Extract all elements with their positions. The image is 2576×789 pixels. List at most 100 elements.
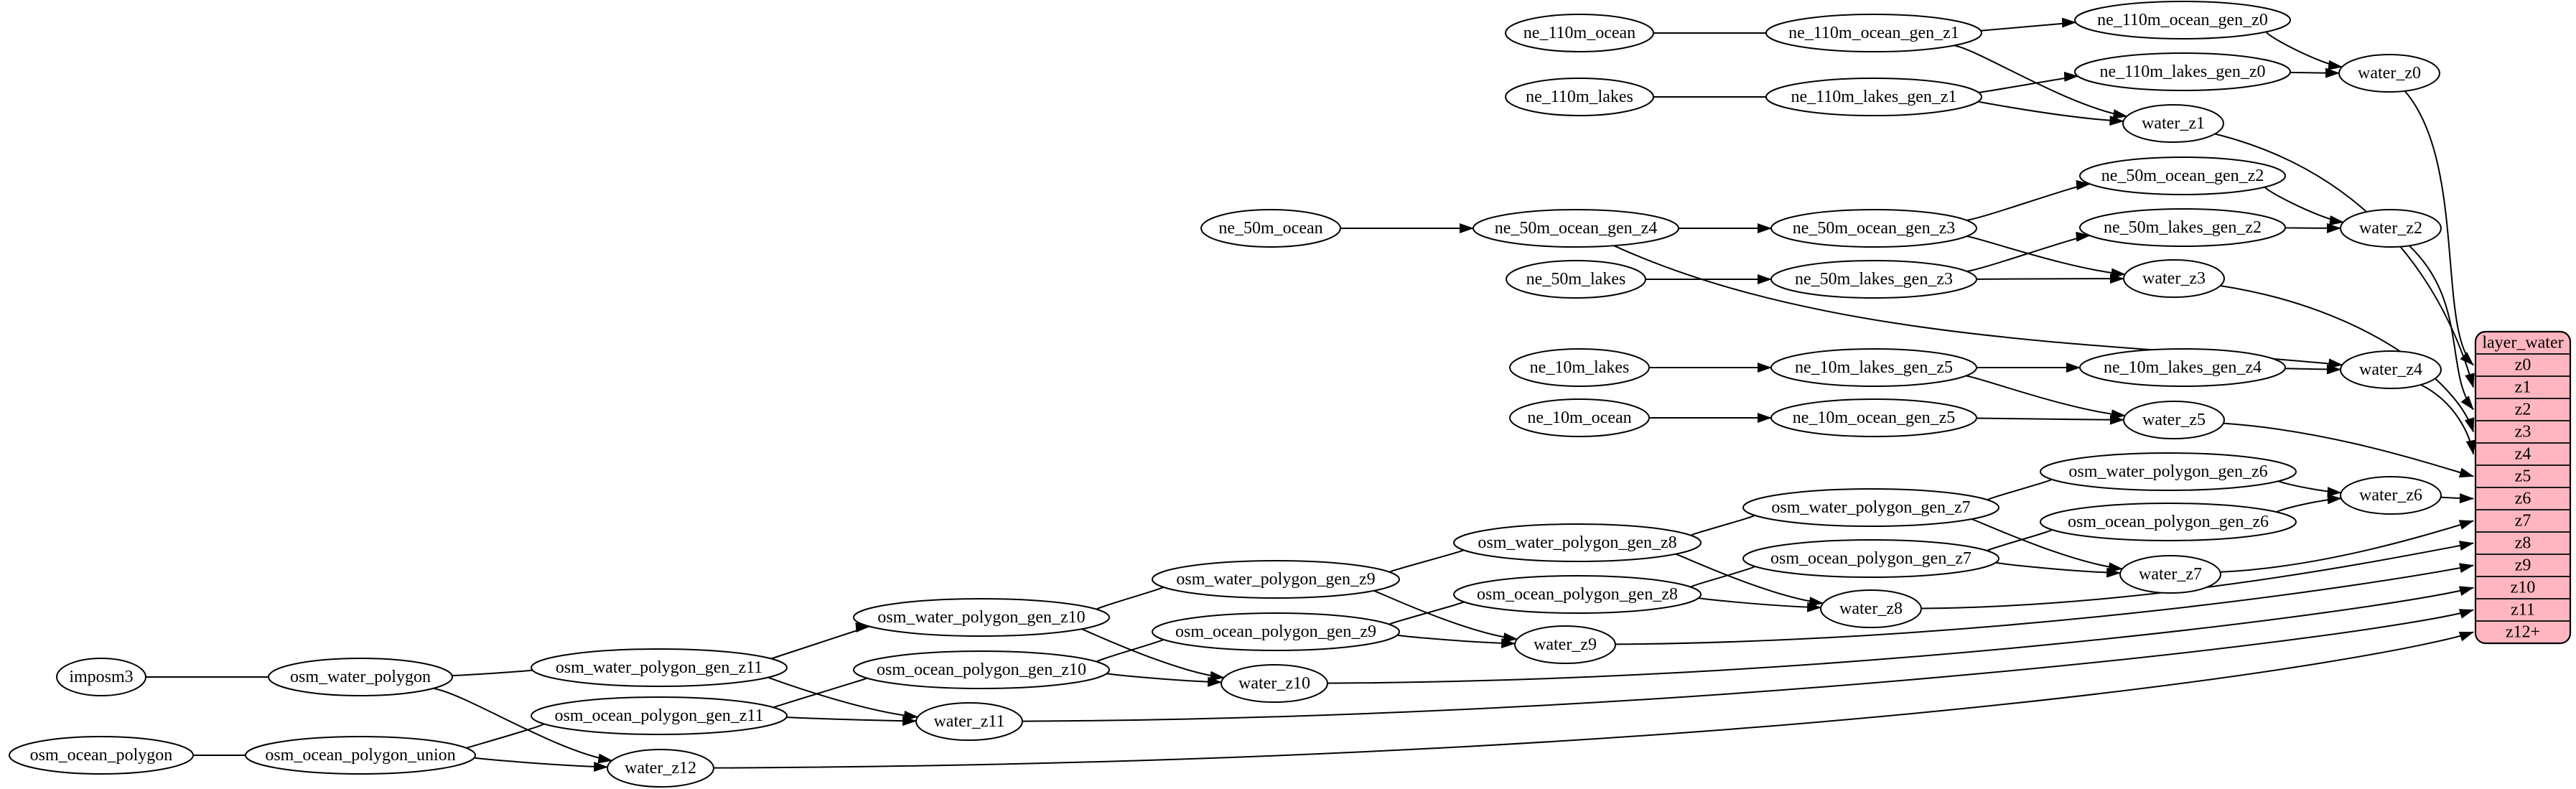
ne-10m-lakes-gen-z5-label: ne_10m_lakes_gen_z5 [1795,358,1953,377]
water-z0-shape [2338,54,2440,93]
ne-50m-ocean-gen-z2-label: ne_50m_ocean_gen_z2 [2101,167,2264,185]
edge-osm-water-polygon-gen-z9-to-osm-water-polygon-gen-z8 [1389,543,1478,574]
ne-50m-lakes-gen-z2-shape [2079,208,2286,247]
osm-ocean-polygon-gen-z6-label: osm_ocean_polygon_gen_z6 [2068,513,2269,531]
node-osm-water-polygon-gen-z11: osm_water_polygon_gen_z11 [531,648,788,687]
node-osm-water-polygon-gen-z10: osm_water_polygon_gen_z10 [853,598,1110,637]
record-row-z4: z4 [2515,445,2531,464]
edge-ne-10m-lakes-gen-z5-to-water-z5 [1966,375,2126,420]
ne-50m-ocean-label: ne_50m_ocean [1218,219,1322,238]
record-row-z11: z11 [2511,601,2535,620]
node-ne-110m-ocean: ne_110m_ocean [1505,14,1654,52]
osm-water-polygon-gen-z6-label: osm_water_polygon_gen_z6 [2068,462,2267,481]
ne-110m-ocean-label: ne_110m_ocean [1523,24,1635,42]
water-z0-label: water_z0 [2358,64,2421,83]
record-row-z1: z1 [2515,378,2531,397]
node-ne-110m-lakes-gen-z0: ne_110m_lakes_gen_z0 [2074,52,2291,91]
osm-ocean-polygon-gen-z7-shape [1742,539,1999,578]
node-imposm3: imposm3 [56,658,146,696]
osm-ocean-polygon-label: osm_ocean_polygon [30,746,173,765]
node-water-z5: water_z5 [2123,401,2225,439]
water-z2-label: water_z2 [2359,219,2422,238]
node-ne-110m-ocean-gen-z0: ne_110m_ocean_gen_z0 [2074,1,2291,39]
water-z2-shape [2340,209,2442,248]
ne-10m-lakes-gen-z4-shape [2079,348,2286,387]
edge-osm-water-polygon-gen-z8-to-water-z8 [1675,553,1824,607]
osm-ocean-polygon-gen-z8-shape [1453,575,1702,614]
node-ne-50m-ocean-gen-z4: ne_50m_ocean_gen_z4 [1473,209,1679,248]
record-row-z12plus: z12+ [2506,623,2540,642]
node-osm-water-polygon-gen-z8: osm_water_polygon_gen_z8 [1453,523,1702,562]
node-ne-50m-ocean-gen-z2: ne_50m_ocean_gen_z2 [2079,157,2286,195]
ne-50m-ocean-gen-z3-label: ne_50m_ocean_gen_z3 [1793,219,1956,238]
osm-ocean-polygon-gen-z7-label: osm_ocean_polygon_gen_z7 [1770,549,1971,568]
edge-osm-water-polygon-gen-z11-to-osm-water-polygon-gen-z10 [770,622,870,660]
water-z9-shape [1514,625,1616,664]
ne-50m-ocean-gen-z4-label: ne_50m_ocean_gen_z4 [1495,219,1658,238]
ne-10m-lakes-label: ne_10m_lakes [1530,358,1630,377]
water-z11-shape [915,702,1023,741]
node-ne-50m-lakes-gen-z3: ne_50m_lakes_gen_z3 [1770,260,1977,299]
edge-water-z1-to-layer-water-z1 [2214,133,2475,388]
edge-water-z2-to-layer-water-z2 [2408,245,2474,411]
edge-water-z5-to-layer-water-z5 [2223,422,2474,478]
node-osm-water-polygon-gen-z9: osm_water_polygon_gen_z9 [1152,560,1400,599]
node-ne-10m-lakes-gen-z5: ne_10m_lakes_gen_z5 [1770,348,1977,387]
ne-10m-ocean-gen-z5-label: ne_10m_ocean_gen_z5 [1793,408,1956,427]
record-row-z8: z8 [2515,534,2531,553]
osm-water-polygon-label: osm_water_polygon [290,668,431,686]
node-osm-ocean-polygon-gen-z10: osm_ocean_polygon_gen_z10 [853,650,1110,689]
osm-ocean-polygon-shape [9,736,194,775]
edge-water-z8-to-layer-water-z8 [1921,541,2474,610]
ne-10m-lakes-shape [1509,348,1650,387]
water-z3-label: water_z3 [2142,269,2206,288]
water-z1-label: water_z1 [2142,114,2205,133]
osm-ocean-polygon-gen-z11-label: osm_ocean_polygon_gen_z11 [554,706,763,725]
osm-water-polygon-shape [268,658,453,696]
water-z6-shape [2340,476,2442,515]
ne-10m-ocean-label: ne_10m_ocean [1527,408,1631,427]
water-z8-shape [1820,589,1922,628]
osm-water-polygon-gen-z8-shape [1453,523,1702,562]
osm-ocean-polygon-union-shape [245,736,476,775]
osm-water-polygon-gen-z7-shape [1742,488,1999,527]
edge-ne-110m-lakes-gen-z1-to-ne-110m-lakes-gen-z0 [1978,71,2079,93]
edge-water-z10-to-layer-water-z10 [1327,586,2474,684]
imposm3-shape [56,658,146,696]
record-row-z9: z9 [2515,556,2531,575]
osm-ocean-polygon-gen-z10-label: osm_ocean_polygon_gen_z10 [877,660,1086,679]
edge-osm-ocean-polygon-gen-z11-to-osm-ocean-polygon-gen-z10 [773,672,882,709]
node-ne-110m-lakes: ne_110m_lakes [1505,78,1654,116]
node-osm-water-polygon-gen-z7: osm_water_polygon_gen_z7 [1742,488,1999,527]
water-z1-shape [2122,104,2224,143]
node-water-z7: water_z7 [2119,555,2221,594]
edge-ne-50m-lakes-gen-z3-to-ne-50m-lakes-gen-z2 [1966,231,2091,272]
edge-osm-water-polygon-to-water-z12 [433,687,613,764]
osm-ocean-polygon-gen-z10-shape [853,650,1110,689]
water-z7-shape [2119,555,2221,594]
water-z12-shape [607,749,714,788]
edge-water-z3-to-layer-water-z3 [2220,284,2475,433]
ne-110m-ocean-gen-z0-shape [2074,1,2291,39]
osm-water-polygon-gen-z11-shape [531,648,788,687]
edge-water-z0-to-layer-water-z0 [2404,90,2474,366]
edge-osm-water-polygon-gen-z10-to-water-z10 [1081,628,1225,681]
edge-osm-water-polygon-gen-z11-to-water-z11 [767,676,919,721]
record-title: layer_water [2482,334,2563,353]
ne-10m-lakes-gen-z4-label: ne_10m_lakes_gen_z4 [2104,358,2262,377]
water-z7-label: water_z7 [2139,565,2202,584]
node-water-z0: water_z0 [2338,54,2440,93]
node-ne-50m-lakes-gen-z2: ne_50m_lakes_gen_z2 [2079,208,2286,247]
record-row-z2: z2 [2515,401,2531,419]
edge-osm-ocean-polygon-gen-z9-to-osm-ocean-polygon-gen-z8 [1389,595,1478,625]
node-ne-110m-lakes-gen-z1: ne_110m_lakes_gen_z1 [1765,78,1982,116]
node-water-z9: water_z9 [1514,625,1616,664]
record-row-z3: z3 [2515,423,2531,442]
ne-110m-ocean-gen-z1-label: ne_110m_ocean_gen_z1 [1788,24,1959,42]
imposm3-label: imposm3 [69,668,133,686]
ne-110m-ocean-shape [1505,14,1654,52]
node-osm-water-polygon-gen-z6: osm_water_polygon_gen_z6 [2040,452,2297,491]
edge-ne-50m-ocean-gen-z3-to-water-z3 [1966,235,2126,279]
record-layer-water: layer_waterz0z1z2z3z4z5z6z7z8z9z10z11z12… [2474,330,2572,645]
